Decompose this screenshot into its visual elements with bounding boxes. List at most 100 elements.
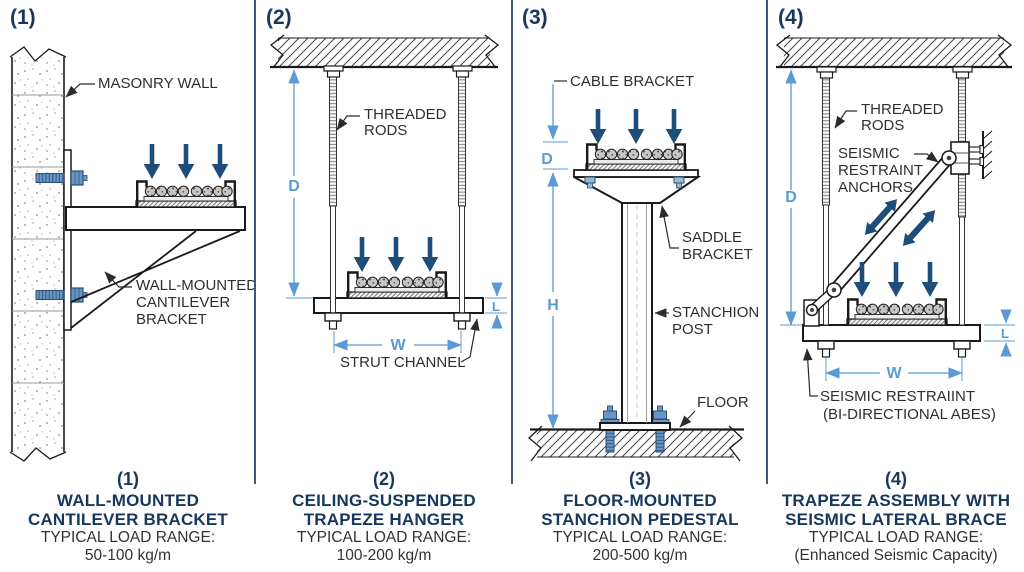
load-arrow	[887, 262, 905, 297]
load-arrow	[353, 237, 371, 272]
panel-4-caption: (4) TRAPEZE ASSEMBLY WITH SEISMIC LATERA…	[768, 468, 1024, 568]
label-restraint-line2: (BI-DIRECTIONAL ABES)	[823, 406, 996, 423]
label-bracket-line3: BRACKET	[136, 311, 207, 328]
load-range-label: TYPICAL LOAD RANGE:	[40, 528, 216, 546]
load-arrow	[421, 237, 439, 272]
panel-2-diagram: (2) D	[266, 6, 507, 371]
panel-1: (1)	[0, 0, 256, 572]
masonry-wall	[9, 46, 67, 462]
dimension-w: W	[825, 358, 963, 382]
dim-d-label: D	[785, 189, 797, 206]
label-bracket-line2: CANTILEVER	[136, 294, 230, 311]
strut-channel	[802, 324, 981, 358]
caption-title-line1: FLOOR-MOUNTED	[563, 490, 717, 510]
caption-title-line2: SEISMIC LATERAL BRACE	[785, 509, 1007, 529]
threaded-rod-left	[816, 66, 837, 326]
caption-title-line2: CANTILEVER BRACKET	[27, 509, 229, 529]
dim-h-label: H	[547, 297, 559, 314]
label-strut-channel: STRUT CHANNEL	[340, 354, 466, 371]
panel-4: (4) D	[768, 0, 1024, 572]
panel-1-caption: (1) WALL-MOUNTED CANTILEVER BRACKET TYPI…	[0, 468, 256, 568]
threaded-rod-right	[952, 66, 973, 326]
cantilever-arm	[65, 206, 246, 231]
load-arrow	[177, 144, 195, 179]
panel-2: (2) D	[256, 0, 512, 572]
label-cable-bracket: CABLE BRACKET	[570, 73, 694, 90]
panel-4-diagram: (4) D	[775, 6, 1015, 423]
dimension-d: D	[780, 69, 803, 326]
leader-threaded-rods	[336, 115, 360, 131]
dim-w-label: W	[390, 337, 406, 354]
panel-3-diagram: (3) D H	[522, 6, 759, 462]
dimension-l: L	[485, 282, 507, 329]
load-range-value: 200-500 kg/m	[592, 547, 688, 565]
load-arrow	[627, 109, 645, 144]
leader-seismic-restraint	[802, 348, 818, 397]
stanchion-post	[621, 202, 653, 424]
panel-1-number: (1)	[10, 6, 36, 29]
panel-divider	[766, 0, 768, 484]
strut-channel	[313, 297, 484, 314]
caption-title-line1: CEILING-SUSPENDED	[292, 490, 476, 510]
saddle-bracket	[573, 169, 702, 204]
panel-2-number: (2)	[266, 6, 292, 29]
panel-3-caption: (3) FLOOR-MOUNTED STANCHION PEDESTAL TYP…	[512, 468, 768, 568]
label-bracket-line1: WALL-MOUNTED	[136, 277, 256, 294]
panel-3-number: (3)	[522, 6, 548, 29]
load-range-value: (Enhanced Seismic Capacity)	[794, 547, 998, 565]
diagonal-brace	[70, 230, 241, 329]
seismic-brace	[803, 150, 957, 327]
leader-strut-channel	[460, 318, 480, 363]
panel-4-number: (4)	[778, 6, 804, 29]
leader-saddle-bracket	[659, 205, 679, 249]
ceiling-slab	[775, 34, 1013, 69]
caption-title-line2: TRAPEZE HANGER	[303, 509, 465, 529]
cable-tray	[134, 180, 238, 209]
panel-divider	[511, 0, 513, 484]
floor-slab	[528, 425, 744, 462]
dim-d-label: D	[541, 151, 553, 168]
load-range-value: 50-100 kg/m	[84, 547, 172, 565]
caption-number: (2)	[373, 469, 395, 489]
load-arrow	[387, 237, 405, 272]
label-post-line1: STANCHION	[672, 304, 759, 321]
caption-number: (3)	[629, 469, 651, 489]
dimension-d: D	[541, 80, 568, 170]
label-threaded-line2: RODS	[861, 117, 904, 134]
label-masonry-wall: MASONRY WALL	[98, 75, 218, 92]
anchor-bolt-upper	[35, 170, 88, 186]
dimension-d: D	[286, 69, 314, 299]
caption-number: (1)	[117, 469, 139, 489]
caption-title-line2: STANCHION PEDESTAL	[541, 509, 739, 529]
dim-w-label: W	[886, 365, 902, 382]
label-restraint-line1: SEISMIC RESTRAIINT	[820, 388, 975, 405]
dim-l-label: L	[1001, 326, 1009, 341]
caption-title-line1: WALL-MOUNTED	[56, 490, 200, 510]
leader-threaded-rods	[834, 110, 857, 129]
base-plate	[599, 422, 671, 431]
threaded-rod-right	[452, 65, 473, 330]
dim-d-label: D	[288, 178, 300, 195]
bracket-back-plate	[63, 149, 72, 331]
dimension-h: H	[547, 172, 559, 429]
caption-title-line1: TRAPEZE ASSEMBLY WITH	[781, 490, 1011, 510]
leader-floor	[679, 410, 696, 428]
dim-l-label: L	[492, 299, 500, 314]
load-arrow	[211, 144, 229, 179]
dimension-l: L	[984, 309, 1015, 357]
load-arrow	[589, 109, 607, 144]
label-floor: FLOOR	[697, 394, 749, 411]
panel-divider	[254, 0, 256, 484]
ceiling-slab	[269, 34, 500, 69]
load-arrow	[665, 109, 683, 144]
panel-1-diagram: (1)	[9, 6, 256, 462]
load-arrow	[921, 262, 939, 297]
panel-2-caption: (2) CEILING-SUSPENDED TRAPEZE HANGER TYP…	[256, 468, 512, 568]
leader-cantilever-bracket	[104, 271, 132, 288]
load-range-label: TYPICAL LOAD RANGE:	[296, 528, 472, 546]
label-saddle-line2: BRACKET	[682, 246, 753, 263]
anchor-bolt-lower	[35, 287, 88, 303]
label-anchors-line3: ANCHORS	[838, 179, 913, 196]
cable-tray	[845, 298, 949, 327]
